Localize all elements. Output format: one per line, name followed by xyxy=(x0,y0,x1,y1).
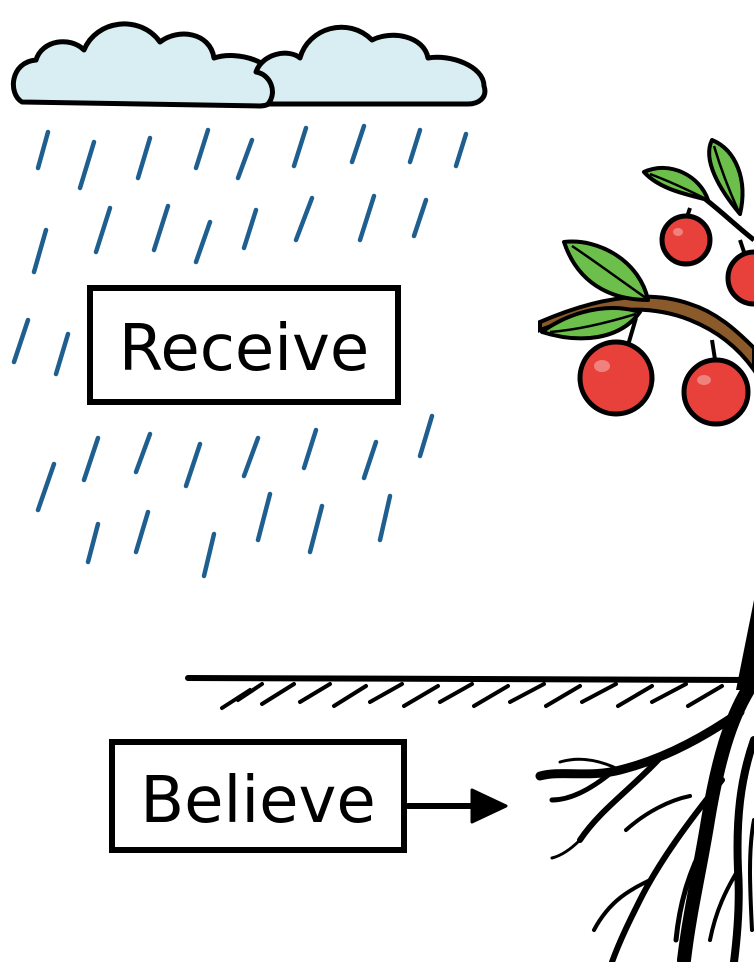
receive-label: Receive xyxy=(87,285,401,405)
trunk xyxy=(736,600,754,690)
tree-icon xyxy=(538,138,754,427)
receive-label-text: Receive xyxy=(119,312,370,386)
cloud-icon xyxy=(11,21,488,109)
rain-icon xyxy=(11,123,469,579)
fruit-3 xyxy=(659,213,713,267)
ground xyxy=(185,675,754,710)
fruit-2 xyxy=(681,357,751,427)
cloud-left xyxy=(11,21,281,109)
fruit-1 xyxy=(577,339,655,417)
cloud-right xyxy=(253,24,488,107)
believe-label-text: Believe xyxy=(140,764,375,838)
root-icon xyxy=(535,683,754,962)
fruit-shine xyxy=(594,228,711,385)
believe-label: Believe xyxy=(109,739,407,853)
receive-label-box xyxy=(87,285,401,405)
arrow-right-icon xyxy=(405,788,508,824)
believe-label-box xyxy=(109,739,407,853)
fruit-icon xyxy=(577,213,754,427)
leaf-veins xyxy=(549,145,740,334)
fruit-4 xyxy=(725,249,754,307)
